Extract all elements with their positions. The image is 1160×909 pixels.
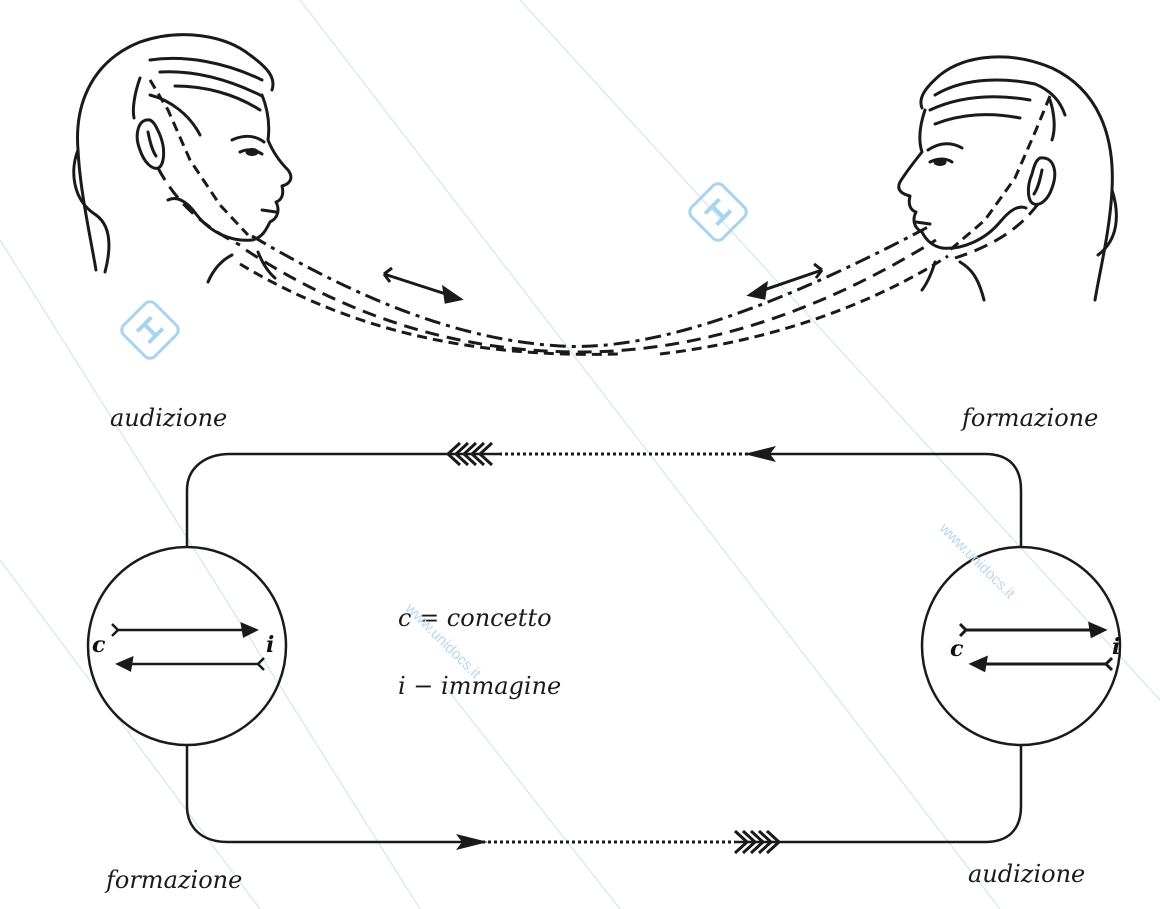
left-node-arrows [111, 621, 265, 672]
bottom-loop-arrowhead-icon [456, 834, 488, 850]
right-head-illustration [897, 55, 1118, 302]
label-formazione-top-right: formazione [962, 404, 1099, 432]
top-loop-arrowhead-icon [744, 446, 776, 462]
sound-path [239, 224, 949, 356]
legend-immagine: i − immagine [398, 672, 562, 700]
left-node-c-letter: c [92, 632, 106, 658]
legend-concetto: c = concetto [398, 604, 552, 632]
top-loop-fletching-icon [445, 441, 494, 467]
left-node-i-letter: i [266, 632, 275, 658]
watermark-logo-icon [120, 300, 180, 360]
right-brain-node [920, 545, 1122, 747]
right-node-c-letter: c [950, 636, 964, 662]
right-node-i-letter: i [1112, 634, 1121, 660]
circuit-loop [185, 452, 1023, 844]
bottom-loop-fletching-icon [733, 829, 782, 855]
right-node-arrows [958, 621, 1114, 673]
label-audizione-top-left: audizione [110, 404, 228, 432]
label-formazione-bottom-left: formazione [106, 866, 243, 894]
left-brain-node [86, 545, 288, 747]
left-head-nerve-lines [148, 79, 250, 247]
sound-arrow-left-icon [746, 262, 824, 300]
sound-arrow-right-icon [382, 266, 464, 304]
left-head-illustration [72, 33, 293, 284]
watermark-logo-icon [688, 182, 748, 242]
label-audizione-bottom-right: audizione [968, 860, 1086, 888]
right-head-nerve-lines [949, 95, 1052, 260]
